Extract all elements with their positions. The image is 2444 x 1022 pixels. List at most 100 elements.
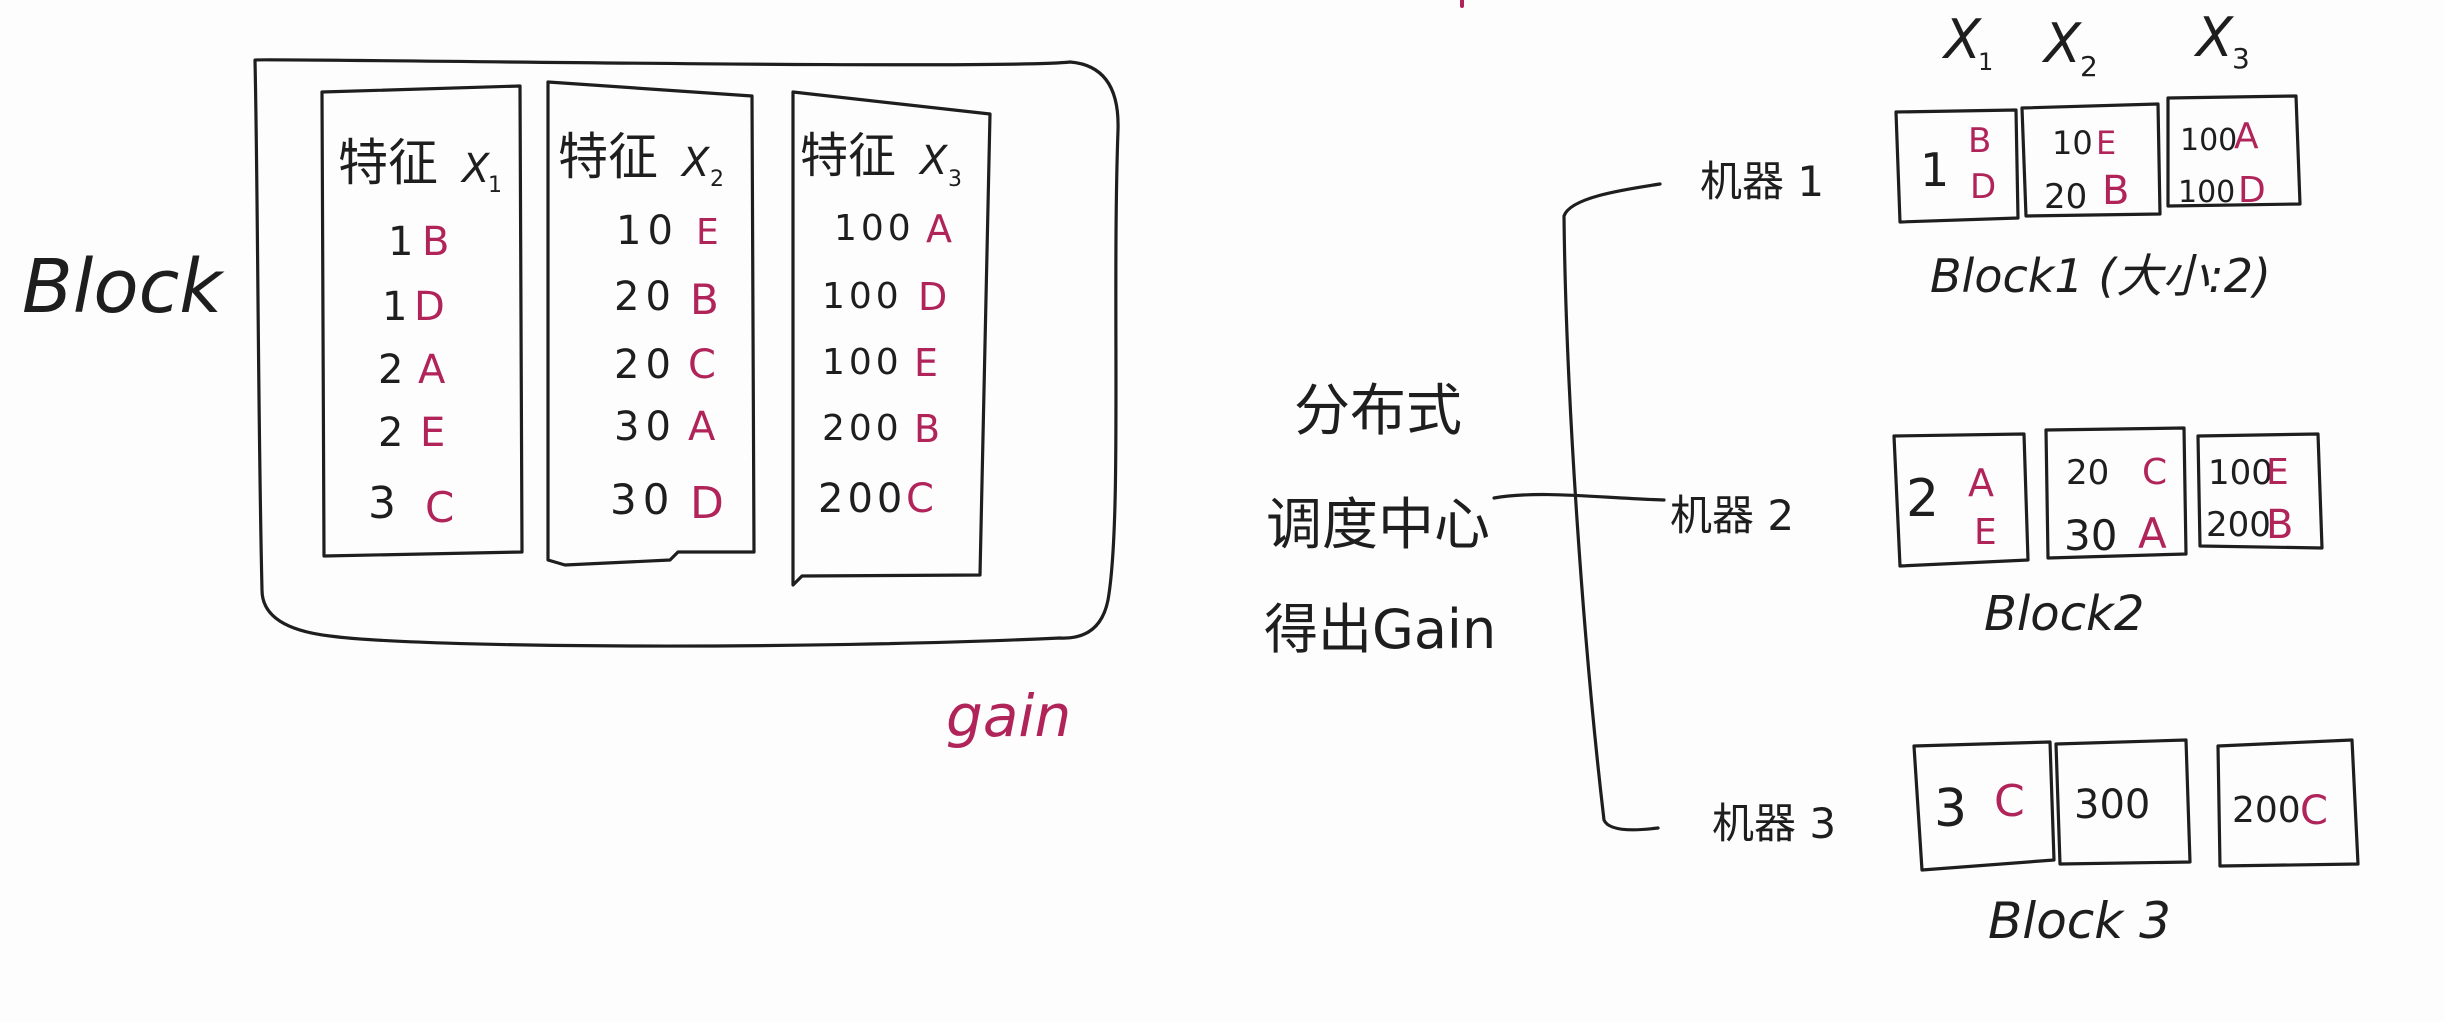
m2-cell-x3	[2196, 432, 2324, 550]
m1-x3-v1: 100	[2180, 123, 2237, 158]
column-3-header-x: X	[918, 138, 949, 184]
c1-r4-value: 2	[378, 410, 403, 456]
c1-r2-class: D	[414, 284, 445, 330]
machine-3-block-label: Block 3	[1988, 892, 2171, 950]
c3-r1-class: A	[926, 207, 952, 251]
c3-r1-value: 100	[834, 208, 915, 249]
column-2-header: 特征	[558, 128, 658, 186]
c2-r2-value: 20	[614, 274, 677, 320]
c1-r3-class: A	[418, 347, 446, 393]
machine-2-label: 机器 2	[1670, 491, 1794, 540]
x-header-2: X	[2041, 12, 2082, 75]
block-outline	[253, 58, 1120, 648]
m2-cell-x2	[2044, 426, 2188, 560]
c2-r4-value: 30	[614, 404, 677, 450]
c2-r1-value: 10	[616, 208, 679, 254]
c1-r5-class: C	[425, 483, 454, 532]
scheduler-connector	[1492, 492, 1666, 502]
column-3-header-idx: 3	[948, 167, 962, 192]
feature-column-1-frame	[320, 84, 524, 558]
machine-2-block-label: Block2	[1984, 586, 2144, 642]
scheduler-line-1: 分布式	[1294, 379, 1462, 444]
m3-cell-x2	[2054, 738, 2192, 866]
column-1-header-x: X	[460, 146, 491, 192]
c3-r4-class: B	[914, 407, 940, 451]
m3-x1-v1: 3	[1934, 779, 1967, 839]
machine-1-block-label: Block1 (大小:2)	[1930, 249, 2271, 303]
m2-x3-c2: B	[2266, 502, 2293, 548]
x-header-1: X	[1941, 8, 1982, 71]
c3-r5-class: C	[906, 476, 934, 522]
m1-x1-c2: D	[1970, 167, 1996, 207]
c2-r2-class: B	[690, 275, 719, 324]
m2-x3-v1: 100	[2208, 453, 2273, 493]
c2-r4-class: A	[688, 404, 716, 450]
m2-x2-v2: 30	[2064, 511, 2117, 560]
machine-2: 机器 2 2 A E 20 C 30 A 100 E 200 B Block2	[1670, 426, 2324, 642]
m3-cell-x3	[2216, 738, 2360, 868]
gain-annotation: gain	[946, 682, 1071, 750]
x-header-1-idx: 1	[1978, 48, 1993, 76]
m1-cell-x3	[2166, 94, 2302, 208]
m1-x3-c1: A	[2234, 116, 2259, 157]
m1-x1-v1: 1	[1920, 143, 1949, 197]
c2-r3-value: 20	[614, 342, 677, 388]
m1-x3-v2: 100	[2178, 175, 2235, 210]
m2-cell-x1	[1892, 432, 2030, 568]
column-1-header-idx: 1	[488, 173, 502, 198]
feature-column-3: 特征 X 3 100 A 100 D 100 E 200 B 200 C	[800, 128, 962, 522]
x-header-3-idx: 3	[2232, 42, 2250, 75]
m2-x1-c2: E	[1974, 512, 1997, 553]
m3-x1-c1: C	[1994, 776, 2025, 827]
c2-r3-class: C	[688, 342, 716, 388]
scheduler-line-3: 得出Gain	[1264, 598, 1496, 661]
machine-1: 机器 1 1 B D 10 E 20 B 100 A 100 D Block1 …	[1700, 94, 2302, 303]
m2-x1-v1: 2	[1906, 469, 1939, 529]
feature-column-1: 特征 X 1 1 B 1 D 2 A 2 E 3 C	[338, 134, 502, 532]
column-1-header: 特征	[338, 134, 438, 192]
m2-x2-c1: C	[2142, 452, 2167, 493]
m3-cell-x1	[1912, 740, 2056, 872]
x-header-2-idx: 2	[2080, 50, 2098, 83]
m2-x3-c1: E	[2266, 452, 2289, 493]
m2-x3-v2: 200	[2206, 505, 2271, 545]
feature-column-3-frame	[791, 90, 992, 587]
c3-r5-value: 200	[818, 476, 906, 522]
scheduler-line-2: 调度中心	[1266, 493, 1490, 558]
m1-cell-x1	[1894, 108, 2020, 224]
m1-x3-c2: D	[2238, 170, 2266, 211]
m2-x1-c1: A	[1968, 461, 1994, 505]
c1-r3-value: 2	[378, 347, 403, 393]
block-label: Block	[22, 244, 225, 330]
c3-r2-value: 100	[822, 276, 903, 317]
c3-r2-class: D	[918, 275, 947, 319]
m1-x1-c1: B	[1968, 121, 1991, 161]
column-3-header: 特征	[800, 128, 896, 184]
m3-x3-v1: 200	[2232, 790, 2301, 831]
m2-x2-c2: A	[2138, 509, 2167, 558]
m1-x2-v1: 10	[2052, 124, 2093, 162]
c1-r1-class: B	[422, 219, 449, 265]
c3-r3-value: 100	[822, 342, 903, 383]
column-2-header-idx: 2	[710, 167, 724, 192]
m1-x2-v2: 20	[2044, 177, 2087, 217]
x-header-3: X	[2193, 6, 2234, 69]
feature-column-2: 特征 X 2 10 E 20 B 20 C 30 A 30 D	[558, 128, 724, 529]
m1-x2-c2: B	[2102, 168, 2129, 214]
machine-bracket	[1562, 182, 1662, 832]
column-2-header-x: X	[680, 140, 711, 186]
c1-r5-value: 3	[368, 478, 396, 529]
c2-r5-class: D	[690, 478, 724, 529]
c1-r2-value: 1	[382, 284, 407, 330]
c3-r4-value: 200	[822, 408, 903, 449]
feature-column-2-frame	[546, 80, 756, 567]
m3-x3-c1: C	[2300, 788, 2328, 834]
c1-r1-value: 1	[388, 219, 413, 265]
m3-x2-v1: 300	[2074, 782, 2150, 828]
machine-3: 机器 3 3 C 300 200 C Block 3	[1712, 738, 2360, 950]
m2-x2-v1: 20	[2066, 453, 2109, 493]
machine-3-label: 机器 3	[1712, 799, 1836, 848]
c2-r1-class: E	[696, 212, 719, 253]
m1-cell-x2	[2020, 102, 2162, 218]
